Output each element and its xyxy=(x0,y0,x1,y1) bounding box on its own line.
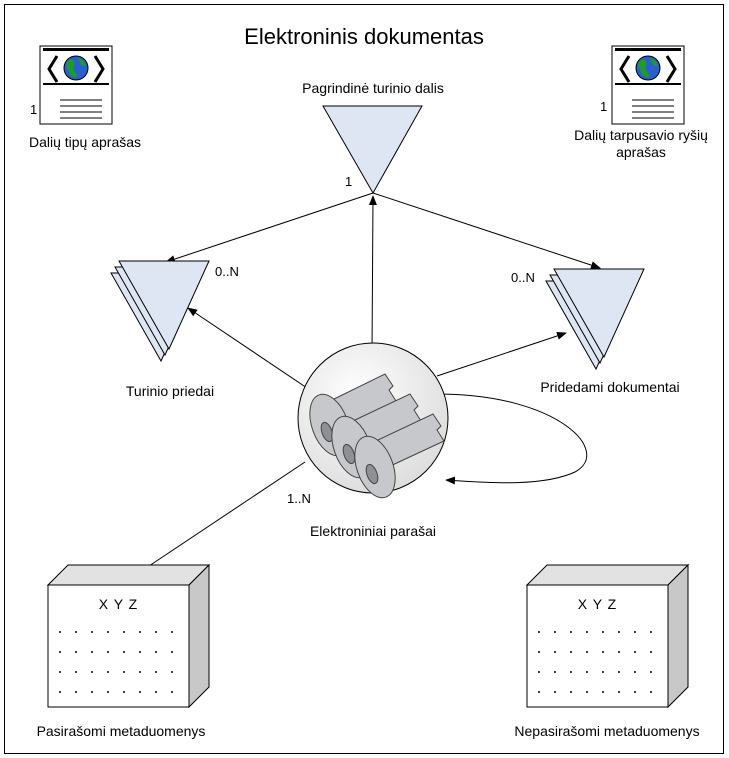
content-attachments-label: Turinio priedai xyxy=(125,383,215,399)
part-types-label: Dalių tipų aprašas xyxy=(28,134,142,150)
unsigned-metadata-label: Nepasirašomi metaduomenys xyxy=(514,723,700,739)
connectors xyxy=(136,192,601,575)
part-relations-label-line1: Dalių tarpusavio ryšių xyxy=(574,127,708,143)
keys-icon xyxy=(297,342,449,499)
unsigned-metadata-dots xyxy=(538,631,652,693)
signatures-label: Elektroniniai parašai xyxy=(309,523,437,539)
attached-documents-multiplicity: 0..N xyxy=(511,270,535,285)
diagram-frame xyxy=(4,4,724,754)
edge-main-to-attached-documents xyxy=(372,192,601,269)
attached-documents-triangles xyxy=(545,268,645,371)
edge-signatures-self-loop xyxy=(439,393,588,485)
part-relations-label-line2: aprašas xyxy=(616,144,666,160)
signed-metadata-dots xyxy=(59,631,173,693)
signed-metadata-label: Pasirašomi metaduomenys xyxy=(36,723,206,739)
edge-signatures-to-content-attachments xyxy=(187,307,311,391)
diagram-title: Elektroninis dokumentas xyxy=(244,24,484,49)
part-relations-multiplicity: 1 xyxy=(600,99,608,114)
main-part-label: Pagrindinė turinio dalis xyxy=(302,80,444,96)
xml-globe-document-icon xyxy=(39,45,113,125)
content-attachments-triangles xyxy=(110,260,210,363)
main-part-multiplicity: 1 xyxy=(345,174,353,189)
unsigned-metadata-box-text: X Y Z xyxy=(577,596,618,612)
edge-signatures-to-attached-documents xyxy=(436,332,567,377)
attached-documents-label: Pridedami dokumentai xyxy=(540,379,680,395)
main-part-triangle xyxy=(322,105,423,195)
edge-signatures-to-main xyxy=(368,195,377,356)
signatures-multiplicity: 1..N xyxy=(287,491,311,506)
signed-metadata-box-text: X Y Z xyxy=(98,596,139,612)
signed-metadata-box xyxy=(46,563,211,709)
edge-signatures-to-signed-metadata xyxy=(136,461,306,575)
xml-globe-document-icon xyxy=(611,45,685,125)
unsigned-metadata-box xyxy=(525,563,690,709)
part-types-multiplicity: 1 xyxy=(30,102,38,117)
edge-main-to-content-attachments xyxy=(165,192,374,263)
content-attachments-multiplicity: 0..N xyxy=(215,264,239,279)
